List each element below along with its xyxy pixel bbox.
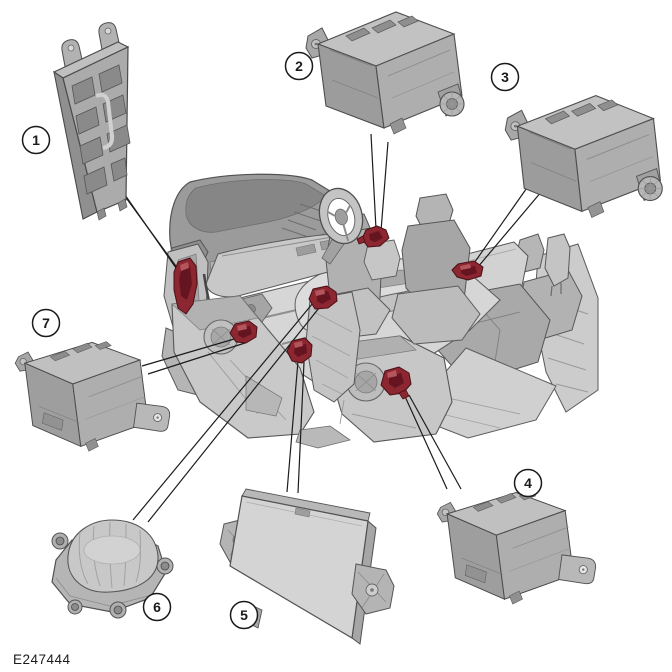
connector-highlight-2 xyxy=(356,225,390,248)
callout-7-label: 7 xyxy=(42,315,50,331)
module-4-illustration xyxy=(436,491,597,605)
callout-4-label: 4 xyxy=(524,475,532,491)
leader-line-7 xyxy=(141,336,246,375)
callout-7: 7 xyxy=(31,308,61,338)
callout-6-label: 6 xyxy=(153,599,161,615)
figure-code: E247444 xyxy=(13,652,71,667)
callout-2-label: 2 xyxy=(295,58,303,74)
leader-line-5 xyxy=(286,360,305,494)
module-7-illustration xyxy=(14,341,171,452)
connector-highlight-4-target xyxy=(380,366,412,400)
leader-line-4 xyxy=(402,391,462,490)
module-3-illustration xyxy=(503,93,665,220)
callout-balloons: 1 2 3 4 5 6 7 xyxy=(21,51,543,630)
callout-5-label: 5 xyxy=(240,607,248,623)
callout-1-label: 1 xyxy=(32,132,40,148)
callout-1: 1 xyxy=(21,125,51,155)
leader-line-2 xyxy=(370,133,389,232)
connector-location-highlights xyxy=(173,225,484,400)
module-1-illustration xyxy=(52,22,131,221)
module-2-illustration xyxy=(305,11,465,135)
connector-highlight-3-target xyxy=(451,260,484,281)
connector-highlight-1 xyxy=(173,257,198,315)
callout-5: 5 xyxy=(229,600,259,630)
leader-line-3 xyxy=(471,174,548,275)
connector-highlight-5-target xyxy=(286,337,313,364)
callout-3: 3 xyxy=(490,62,520,92)
connector-highlight-6-target xyxy=(308,285,338,310)
connector-highlight-7-target xyxy=(229,320,258,344)
module-5-illustration xyxy=(219,488,395,645)
callout-4: 4 xyxy=(513,468,543,498)
callout-3-label: 3 xyxy=(501,69,509,85)
callout-6: 6 xyxy=(142,592,172,622)
module-6-illustration xyxy=(51,519,174,619)
callout-2: 2 xyxy=(284,51,314,81)
